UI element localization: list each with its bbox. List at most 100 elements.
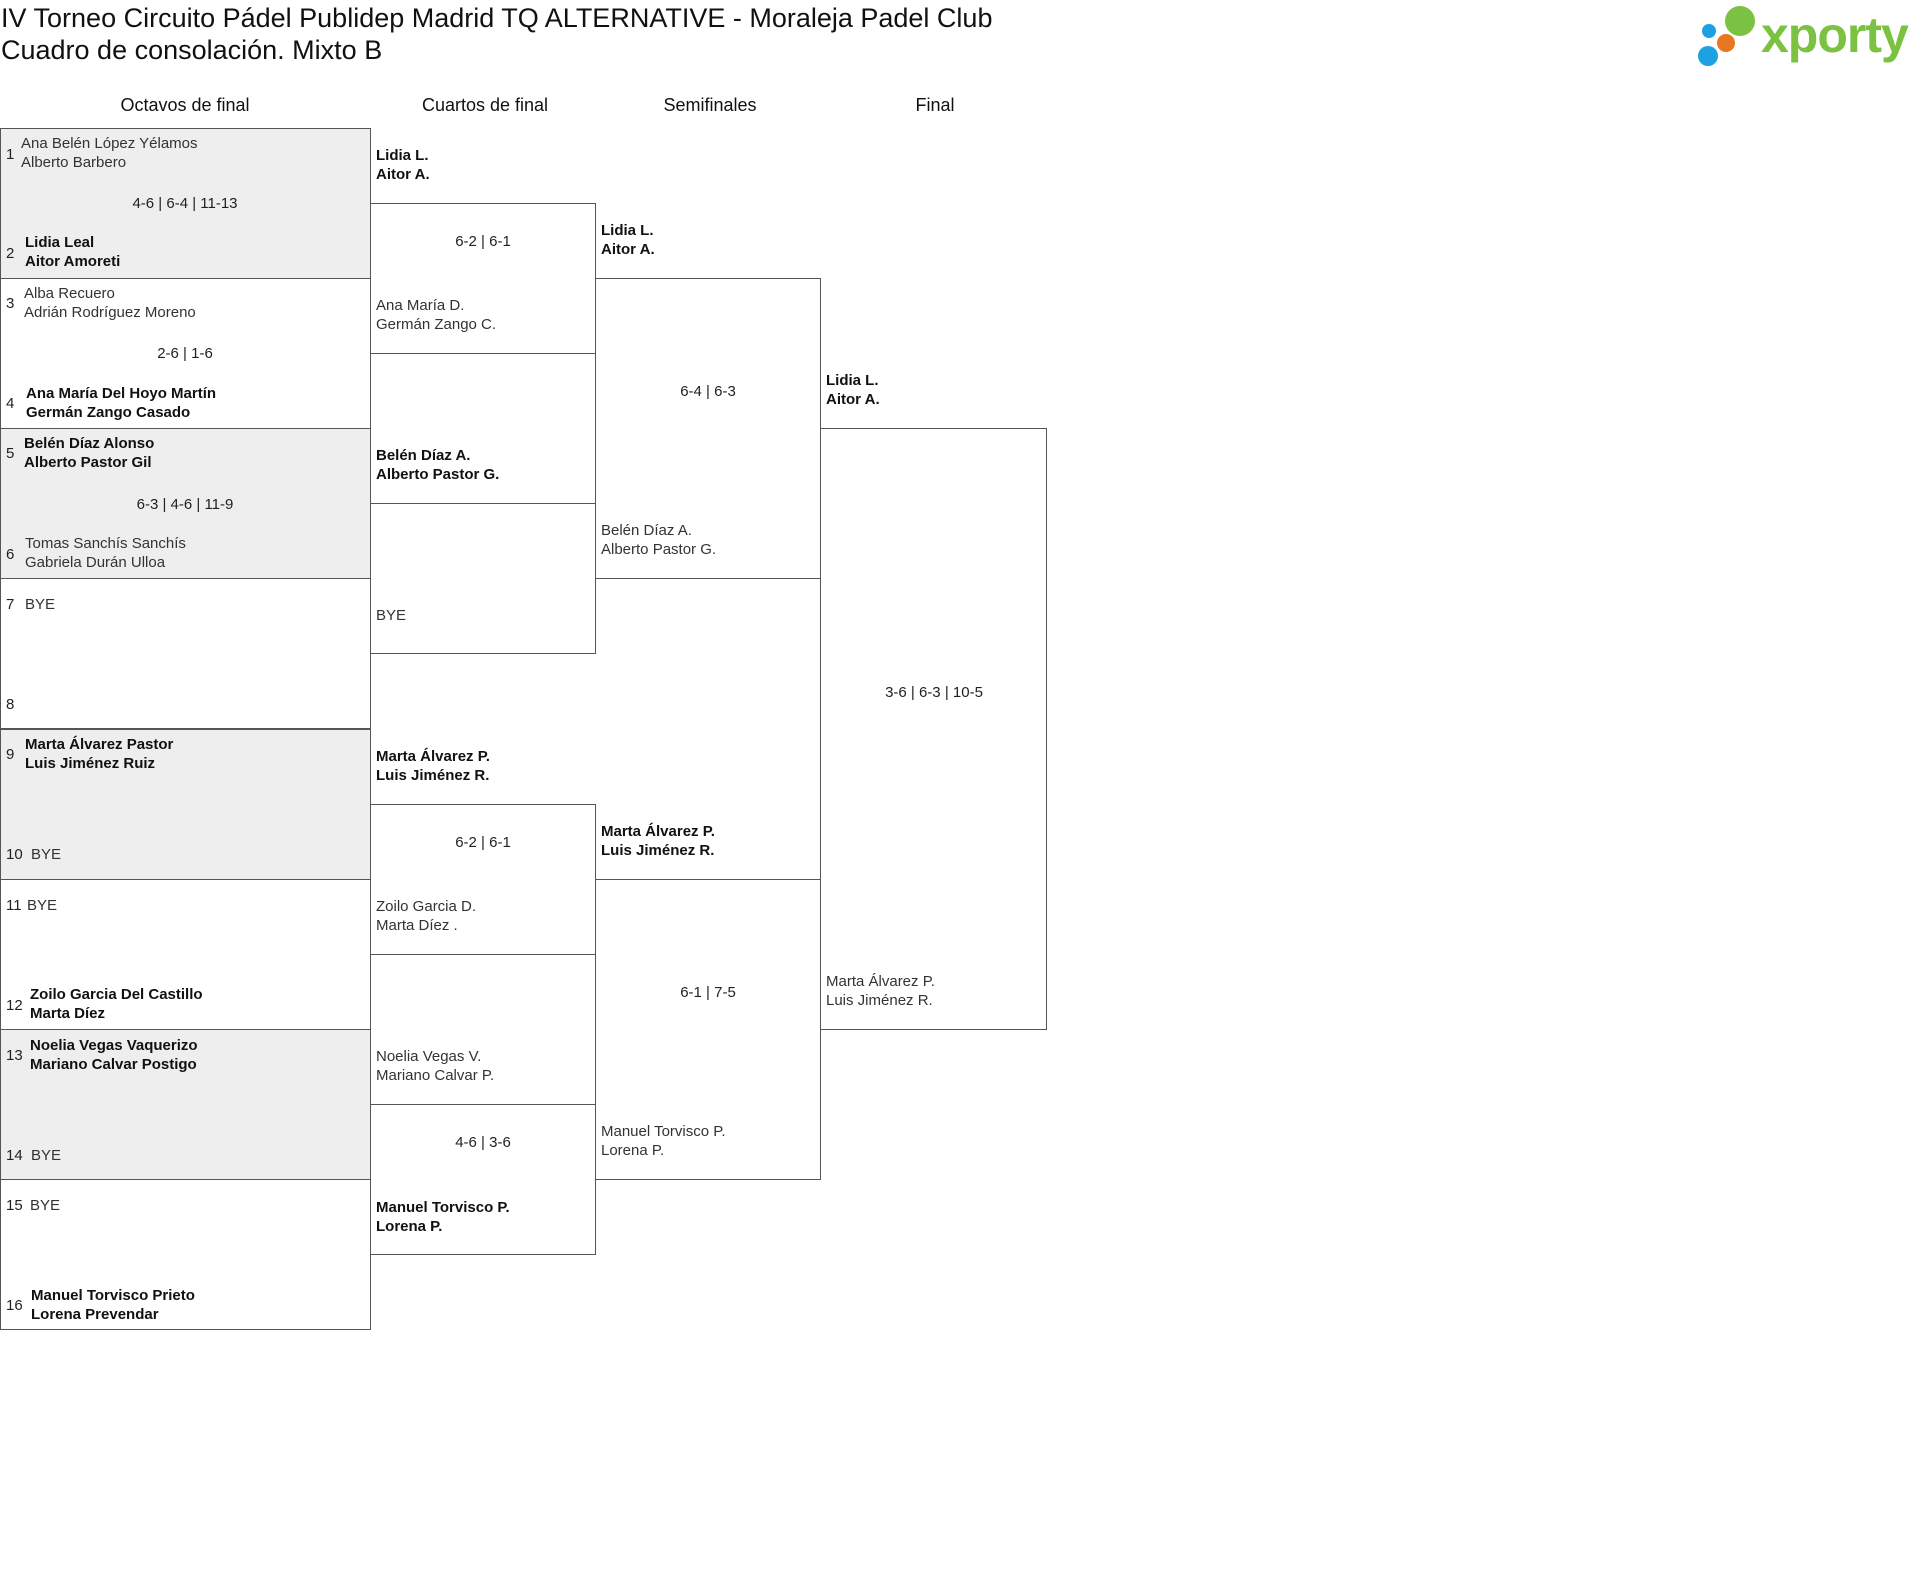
seed-number: 1 [6,146,15,163]
player-name: Alberto Pastor G. [601,541,717,558]
player-name: Gabriela Durán Ulloa [25,554,166,571]
team-entry-winner: Marta Álvarez P.Luis Jiménez R. [376,747,490,785]
seed-number: 11 [6,897,22,914]
team-entry: Zoilo Garcia D.Marta Díez . [376,897,476,935]
match-box-octavos-3 [0,428,371,579]
player-name: Aitor A. [376,166,430,183]
match-score: 2-6 | 1-6 [157,345,213,362]
player-name: Belén Díaz A. [601,522,692,539]
round-header-cuartos: Cuartos de final [421,95,549,115]
player-name: Germán Zango C. [376,316,497,333]
team-entry: Noelia Vegas V. Mariano Calvar P. [376,1047,494,1085]
player-name: Alberto Pastor G. [376,466,500,483]
player-name: Lidia L. [826,372,879,389]
match-box-cuartos-3 [370,804,596,955]
team-entry: Manuel Torvisco P. Lorena P. [601,1122,726,1160]
player-name: Luis Jiménez R. [601,842,715,859]
draw-subtitle: Cuadro de consolación. Mixto B [1,35,383,65]
seed-number: 12 [6,997,23,1014]
player-name: Mariano Calvar Postigo [30,1056,197,1073]
player-name: Aitor A. [601,241,655,258]
seed-number: 13 [6,1047,23,1064]
player-name: Luis Jiménez R. [376,767,490,784]
logo-dot-blue-large [1698,46,1718,66]
seed-number: 9 [6,746,15,763]
logo-dot-green [1725,6,1755,36]
player-name: Ana María D. [376,297,465,314]
player-name: Luis Jiménez R. [826,992,933,1009]
player-name: Aitor Amoreti [25,253,121,270]
finalist-bottom: Marta Álvarez P.Luis Jiménez R. [826,972,935,1010]
team-entry: BYE [376,606,406,625]
match-box-final [820,428,1047,1030]
player-name: Ana María Del Hoyo Martín [26,385,217,402]
player-name: Lorena P. [376,1218,443,1235]
player-name: Alba Recuero [24,285,115,302]
player-name: BYE [30,1197,61,1214]
seed-number: 14 [6,1147,23,1164]
player-name: Lidia Leal [25,234,95,251]
team-entry-winner: Marta Álvarez P.Luis Jiménez R. [601,822,715,860]
player-name: BYE [376,607,407,624]
match-score: 6-4 | 6-3 [680,383,736,400]
player-name: BYE [25,596,56,613]
team-entry: BYE [27,896,57,915]
match-score: 4-6 | 3-6 [455,1134,511,1151]
team-entry: BYE [31,1146,61,1165]
player-name: BYE [27,897,58,914]
team-entry-winner: Belén Díaz A. Alberto Pastor G. [376,446,499,484]
match-score: 6-2 | 6-1 [455,233,511,250]
tournament-title: IV Torneo Circuito Pádel Publidep Madrid… [1,3,993,33]
player-name: Aitor A. [826,391,880,408]
seed-number: 16 [6,1297,23,1314]
seed-number: 6 [6,546,15,563]
logo-dot-orange [1717,34,1735,52]
match-box-semis-2 [595,879,821,1180]
match-box-octavos-7 [0,1029,371,1180]
player-name: Lorena P. [601,1142,665,1159]
player-name: Noelia Vegas Vaquerizo [30,1037,198,1054]
player-name: Alberto Pastor Gil [24,454,152,471]
round-header-semifinales: Semifinales [663,95,757,115]
round-header-final: Final [915,95,955,115]
team-entry: BYE [31,845,61,864]
player-name: Marta Díez [30,1005,106,1022]
seed-number: 5 [6,445,15,462]
player-name: Belén Díaz A. [376,447,471,464]
match-score: 6-3 | 4-6 | 11-9 [136,496,234,513]
player-name: Manuel Torvisco Prieto [31,1287,195,1304]
player-name: Belén Díaz Alonso [24,435,155,452]
final-score: 3-6 | 6-3 | 10-5 [885,684,983,701]
player-name: Manuel Torvisco P. [601,1123,726,1140]
team-entry-winner: Lidia L.Aitor A. [601,221,655,259]
seed-number: 15 [6,1197,23,1214]
match-box-octavos-1 [0,128,371,279]
match-score: 6-2 | 6-1 [455,834,511,851]
match-box-octavos-8 [0,1179,371,1330]
seed-number: 10 [6,846,23,863]
team-entry: BYE [30,1196,60,1215]
player-name: Zoilo Garcia D. [376,898,477,915]
seed-number: 8 [6,696,15,713]
logo-dot-blue-small [1702,24,1716,38]
match-box-semis-1 [595,278,821,579]
team-entry-winner: Lidia L.Aitor A. [376,146,430,184]
player-name: Marta Álvarez Pastor [25,736,174,753]
seed-number: 7 [6,596,15,613]
player-name: Noelia Vegas V. [376,1048,482,1065]
player-name: Mariano Calvar P. [376,1067,495,1084]
team-entry: Belén Díaz A. Alberto Pastor G. [601,521,716,559]
seed-number: 4 [6,395,15,412]
logo-wordmark: xporty [1761,7,1909,63]
match-box-cuartos-2 [370,503,596,654]
